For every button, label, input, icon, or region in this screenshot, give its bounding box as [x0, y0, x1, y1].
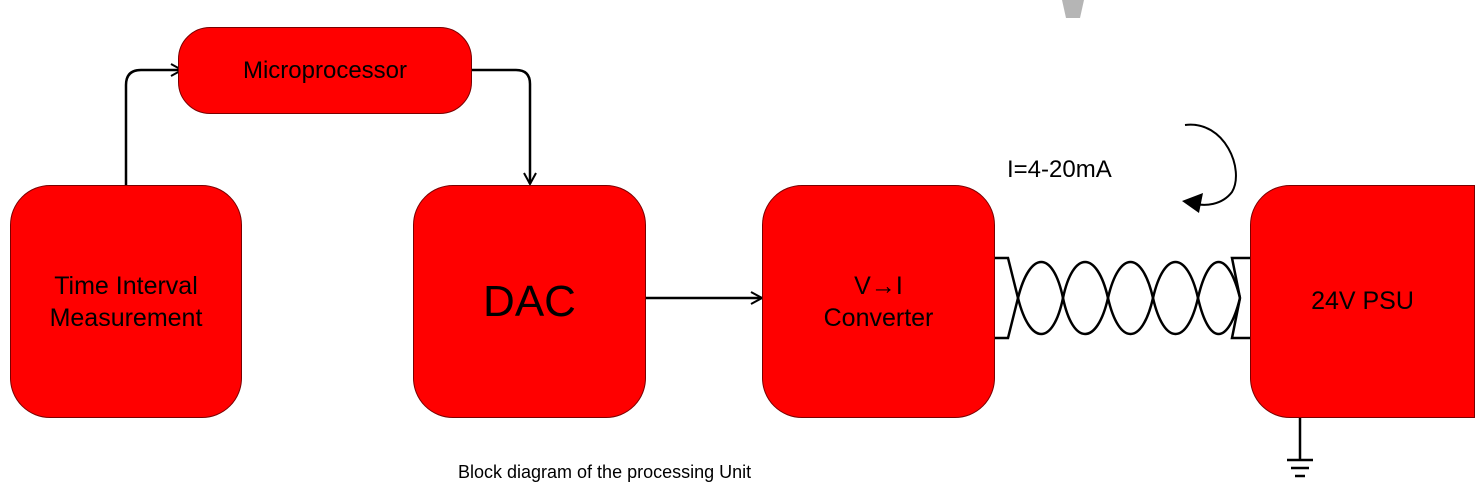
arrow-measurement-to-microprocessor — [124, 70, 182, 185]
current-arrowhead-icon — [1182, 193, 1203, 213]
converter-block: V→I Converter — [762, 185, 995, 418]
arrow-microprocessor-to-dac — [472, 68, 530, 184]
time-interval-label-line1: Time Interval — [54, 271, 198, 300]
ground-icon — [1287, 458, 1313, 478]
microprocessor-block: Microprocessor — [178, 27, 472, 114]
microprocessor-label: Microprocessor — [242, 56, 408, 84]
diagram-caption: Block diagram of the processing Unit — [458, 462, 752, 482]
dac-block: DAC — [413, 185, 646, 418]
current-label: I=4-20mA — [1007, 156, 1112, 183]
converter-label-line2: Converter — [823, 303, 934, 332]
top-object-icon — [1062, 0, 1084, 18]
dac-label: DAC — [483, 276, 576, 326]
time-interval-label-line2: Measurement — [49, 303, 203, 332]
converter-label-line1: V→I — [854, 271, 903, 300]
psu-label: 24V PSU — [1311, 287, 1414, 315]
time-interval-measurement-block: Time Interval Measurement — [10, 185, 242, 418]
current-loop-arrow-icon — [1184, 123, 1237, 206]
psu-block: 24V PSU — [1250, 185, 1475, 418]
